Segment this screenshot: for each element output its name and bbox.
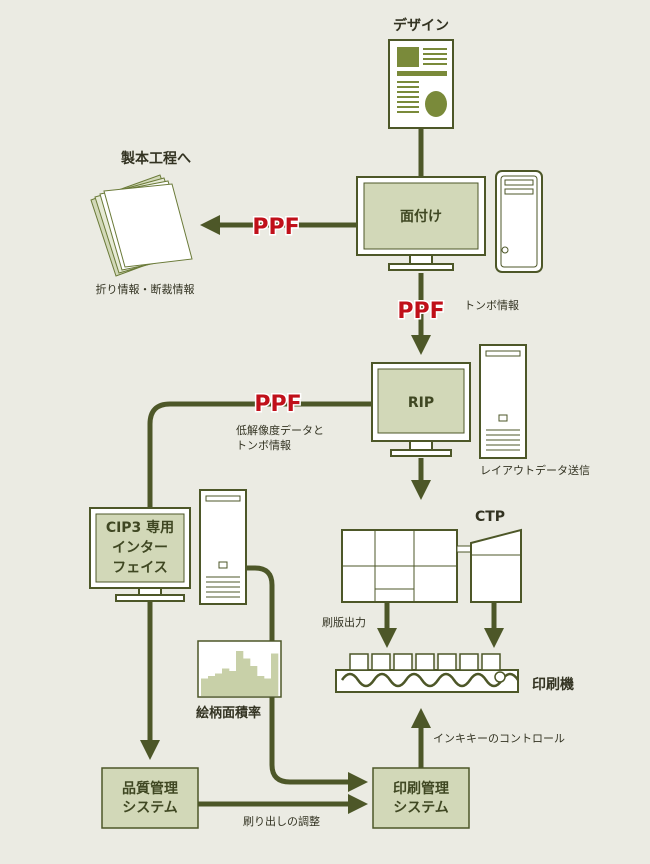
printing-press-icon <box>335 653 520 693</box>
fold-info-label: 折り情報・断裁情報 <box>96 282 195 296</box>
rip-to-cip3-arrow <box>147 401 372 508</box>
press-label: 印刷機 <box>532 676 574 693</box>
coverage-bar <box>215 673 223 696</box>
quality-management-box <box>101 767 199 829</box>
coverage-bar <box>222 668 230 696</box>
coverage-bar <box>250 666 258 696</box>
coverage-bar <box>236 651 244 696</box>
qms-label-line1: 品質管理 <box>122 780 178 797</box>
coverage-label: 絵柄面積率 <box>196 705 261 721</box>
computer-tower-icon <box>495 170 543 273</box>
coverage-bar <box>257 676 265 696</box>
ctp-label: CTP <box>475 509 505 525</box>
ink-control-label: インキキーのコントロール <box>433 732 565 745</box>
lowres-label-line1: 低解像度データと <box>236 423 324 437</box>
cip3-label-line1: CIP3 専用 <box>106 519 174 536</box>
coverage-bar <box>208 676 216 696</box>
ppf-label-binding: PPF <box>252 215 299 240</box>
coverage-bar <box>243 658 251 696</box>
coverage-bar <box>229 671 237 696</box>
cip3-monitor <box>89 507 191 602</box>
rip-label: RIP <box>408 395 434 411</box>
print-adjust-label: 刷り出しの調整 <box>243 814 320 828</box>
ppf-label-cip3: PPF <box>254 392 301 417</box>
lowres-label-line2: トンボ情報 <box>236 439 291 452</box>
pms-label-line1: 印刷管理 <box>393 780 449 797</box>
coverage-bar <box>264 678 272 696</box>
cip3-label-line3: フェイス <box>112 560 168 576</box>
coverage-bars <box>201 651 279 696</box>
print-management-box <box>372 767 470 829</box>
cip3-label-line2: インター <box>112 540 168 556</box>
design-document-icon <box>388 39 454 129</box>
plate-output-label: 刷版出力 <box>322 615 366 629</box>
rip-monitor <box>371 362 471 457</box>
coverage-chart <box>197 640 282 698</box>
crop-marks-label: トンボ情報 <box>464 299 519 312</box>
server-tower-icon <box>479 344 527 459</box>
paper-stack-icon <box>90 174 193 277</box>
server-tower-icon <box>199 489 247 605</box>
layout-send-label: レイアウトデータ送信 <box>480 463 590 477</box>
qms-label-line2: システム <box>122 800 178 816</box>
design-label: デザイン <box>393 17 449 34</box>
coverage-bar <box>201 678 209 696</box>
binding-label: 製本工程へ <box>120 150 191 167</box>
pms-label-line2: システム <box>393 800 449 816</box>
imposition-monitor <box>356 176 486 271</box>
ppf-label-rip: PPF <box>397 299 444 324</box>
ctp-device-icon <box>341 528 522 603</box>
imposition-label: 面付け <box>400 208 442 225</box>
coverage-bar <box>271 653 279 696</box>
